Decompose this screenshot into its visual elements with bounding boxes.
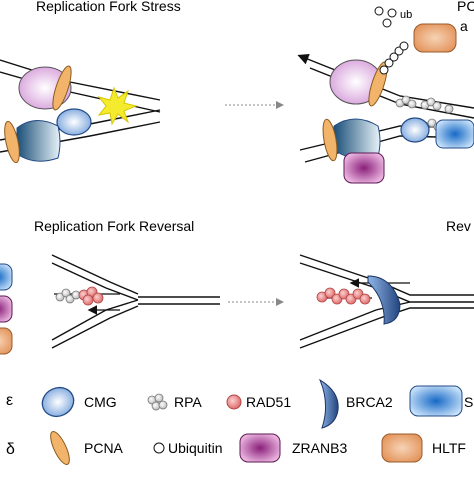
- fork-stress-title: Replication Fork Stress: [36, 0, 181, 14]
- fork-reversal-title: Replication Fork Reversal: [34, 218, 194, 234]
- legend-cmg-icon: [41, 386, 75, 418]
- fork-stress-panel: [0, 59, 161, 164]
- cmg-helicase: [56, 108, 92, 136]
- pol-delta-shape: [16, 120, 61, 162]
- smarcal-protein-cut: [0, 263, 13, 291]
- rad51-filament: [78, 286, 104, 306]
- pcna-panel-title: PC: [457, 0, 474, 14]
- legend-brca2-icon: [318, 378, 339, 429]
- ubiquitin-chain: [379, 41, 409, 75]
- dna-strand: [51, 305, 139, 349]
- zranb3-protein: [343, 152, 385, 184]
- fork-reversal-panel: [51, 254, 220, 349]
- legend-ubiquitin-label: Ubiquitin: [168, 440, 222, 456]
- legend-pcna-label: PCNA: [84, 440, 124, 456]
- reversed-fork-panel: [299, 254, 474, 349]
- legend-smarcal-icon: [409, 385, 463, 417]
- rad51-filament: [316, 287, 371, 305]
- stress-lesion-icon: [97, 86, 138, 126]
- pcna-clamp: [52, 65, 72, 111]
- ub-label: ub: [400, 9, 412, 21]
- legend: ε CMG RPA RAD51 BRCA2 S δ PCNA Ubiquitin…: [6, 378, 473, 466]
- legend-zranb3-icon: [239, 433, 281, 463]
- pcna-ubiquitination-panel: ub: [297, 6, 474, 184]
- legend-hltf-icon: [381, 433, 423, 463]
- hltf-protein-cut: [0, 327, 13, 355]
- dna-strand: [299, 254, 474, 296]
- zranb3-protein-cut: [0, 295, 13, 323]
- reversal-right-title: Rev: [446, 218, 471, 234]
- legend-pcna-icon: [50, 430, 70, 466]
- legend-cmg-label: CMG: [84, 394, 117, 410]
- legend-rad51-label: RAD51: [246, 394, 291, 410]
- free-ubiquitin: [374, 6, 397, 28]
- cmg-helicase: [400, 117, 430, 143]
- legend-rpa-icon: [147, 393, 168, 411]
- legend-ubiquitin-icon: [153, 442, 165, 454]
- hltf-protein: [413, 23, 457, 53]
- legend-epsilon: ε: [6, 392, 13, 409]
- legend-rpa-label: RPA: [174, 394, 202, 410]
- dna-strand: [297, 53, 474, 109]
- smarcal-protein: [435, 119, 474, 149]
- rpa-cluster: [55, 288, 81, 304]
- dna-strand: [51, 262, 139, 301]
- pcna-clamp: [4, 120, 20, 164]
- legend-hltf-label: HLTF: [432, 440, 466, 456]
- pcna-clamp: [322, 118, 338, 162]
- legend-smarcal-label: S: [464, 394, 473, 410]
- legend-brca2-label: BRCA2: [346, 394, 393, 410]
- dna-strand: [51, 254, 139, 295]
- dna-strand: [51, 299, 139, 341]
- brca2-protein: [367, 275, 401, 325]
- pcna-panel-title-2: a: [460, 18, 468, 34]
- legend-delta: δ: [6, 441, 15, 458]
- legend-zranb3-label: ZRANB3: [292, 440, 347, 456]
- legend-rad51-icon: [226, 394, 242, 410]
